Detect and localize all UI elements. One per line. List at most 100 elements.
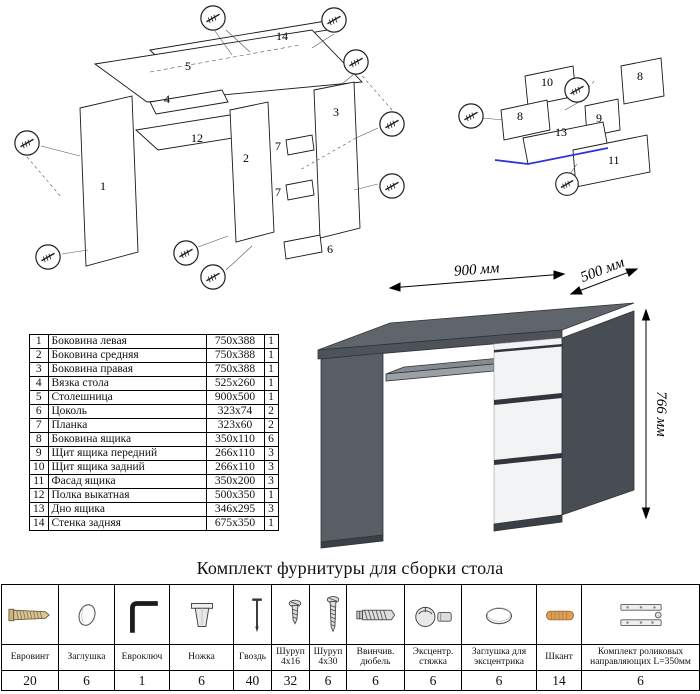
eccentric-cam-icon [410,588,456,642]
hardware-item-name: Гвоздь [233,644,272,671]
hardware-item-qty: 6 [461,670,537,691]
part-number-label: 5 [185,59,191,73]
part-num: 2 [29,348,49,363]
desk-drawer-unit-front [493,337,563,525]
fastener-callout-icon [321,7,347,33]
part-number-label: 6 [327,242,333,256]
part-num: 12 [29,488,49,503]
part-size: 266x110 [205,446,265,461]
drawer-exploded-diagram: 10 8 8 9 13 11 [458,57,665,196]
part-num: 14 [29,516,49,531]
part-8-drawer-side-left [500,99,551,141]
part-qty: 6 [263,432,279,447]
construction-lines [26,29,393,271]
hardware-item-name: Заглушка [58,644,115,671]
eccentric-cap-icon [476,588,522,642]
part-num: 1 [29,334,49,349]
part-size: 323x60 [205,418,265,433]
part-name: Полка выкатная [47,488,207,503]
desk-plinth-left [320,534,384,549]
part-6-plinth [283,234,323,260]
part-qty: 1 [263,348,279,363]
part-number-label: 13 [555,125,567,139]
part-name: Щит ящика задний [47,460,207,475]
hardware-icon-cell [233,584,272,645]
part-number-label: 12 [191,131,203,145]
part-number-label: 4 [164,92,170,106]
fastener-callout-icon [173,240,199,266]
hardware-icon-cell [581,584,700,645]
hardware-item-qty: 6 [581,670,700,691]
part-size: 323x74 [205,404,265,419]
desk-right-side [561,310,635,516]
part-size: 750x388 [205,348,265,363]
part-number-label: 1 [100,179,106,193]
fastener-callout-icon [14,130,40,156]
part-number-label: 8 [637,69,643,83]
part-num: 6 [29,404,49,419]
hardware-kit-title: Комплект фурнитуры для сборки стола [196,558,504,578]
part-number-label: 3 [333,105,339,119]
desk-left-panel [320,352,384,543]
part-name: Боковина ящика [47,432,207,447]
part-qty: 3 [263,446,279,461]
part-size: 750x388 [205,362,265,377]
part-qty: 1 [263,376,279,391]
part-name: Боковина левая [47,334,207,349]
part-num: 9 [29,446,49,461]
part-name: Планка [47,418,207,433]
part-name: Боковина средняя [47,348,207,363]
hardware-icon-cell [536,584,582,645]
part-num: 5 [29,390,49,405]
part-name: Фасад ящика [47,474,207,489]
hardware-icon-cell [271,584,310,645]
hardware-icon-cell [169,584,234,645]
part-name: Цоколь [47,404,207,419]
screw-dowel-icon [353,588,399,642]
hardware-item-name: Эксцентр. стяжка [404,644,462,671]
part-qty: 3 [263,460,279,475]
hardware-item-qty: 20 [1,670,59,691]
part-name: Стенка задняя [47,516,207,531]
wood-dowel-icon [537,588,582,642]
hardware-item-qty: 40 [233,670,272,691]
fastener-callout-icon [200,5,226,31]
hardware-item-qty: 32 [271,670,310,691]
part-size: 750x388 [205,334,265,349]
part-number-label: 9 [596,111,602,125]
part-name: Боковина правая [47,362,207,377]
hardware-icons-row [1,584,700,645]
part-11-drawer-facade [572,134,651,188]
fastener-callout-icon [35,244,61,270]
desk-3d-view: 900 мм 500 мм 766 мм [317,255,668,549]
screw-4x30-icon [310,588,347,642]
part-size: 900x500 [205,390,265,405]
hardware-item-name: Шкант [536,644,582,671]
part-7-plank-upper [285,134,315,156]
part-qty: 1 [263,334,279,349]
part-size: 500x350 [205,488,265,503]
euro-screw-icon [7,588,53,642]
part-num: 10 [29,460,49,475]
fastener-callout-icon [343,49,369,75]
dim-height-label: 766 мм [653,391,668,437]
dim-width-label: 900 мм [453,260,500,280]
hex-key-icon [119,588,165,642]
hardware-item-qty: 6 [346,670,405,691]
hardware-item-name: Ножка [169,644,234,671]
hardware-icon-cell [114,584,170,645]
part-qty: 1 [263,362,279,377]
assembly-guide-line-blue [494,147,609,165]
hardware-icon-cell [461,584,537,645]
